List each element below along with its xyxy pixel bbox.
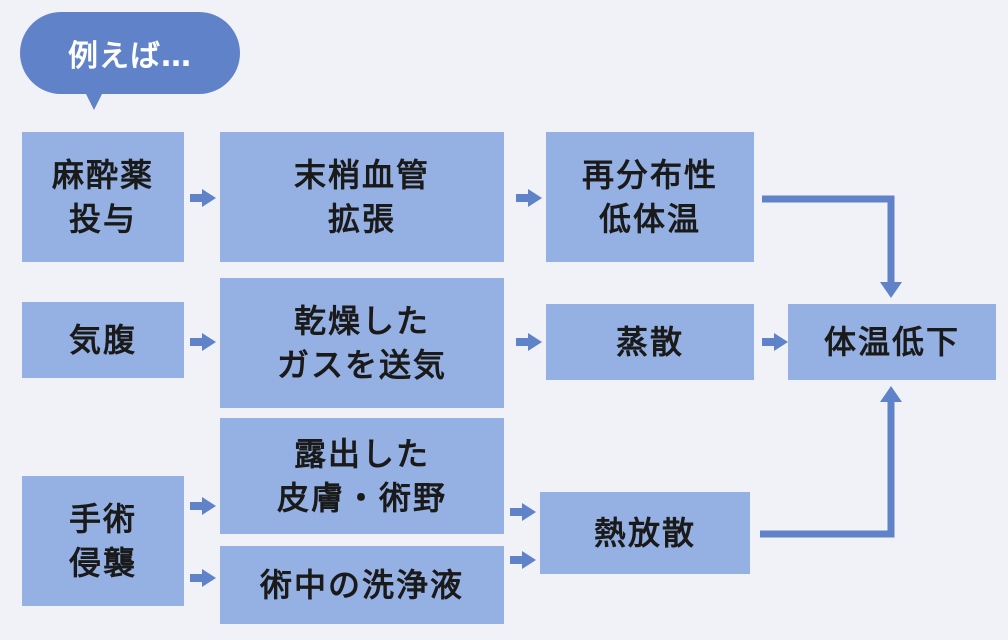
box-heat-loss: 熱放散 xyxy=(540,492,750,574)
box-surgery-line2: 侵襲 xyxy=(68,544,137,582)
box-hypothermia-outcome: 体温低下 xyxy=(788,304,996,380)
box-exposed-skin: 露出した 皮膚・術野 xyxy=(220,418,504,534)
bubble-tail xyxy=(84,90,104,110)
arrow-surgery-to-irrigation xyxy=(190,569,216,587)
box-evaporation-line1: 蒸散 xyxy=(615,323,684,361)
arrow-pneumoperitoneum-to-dry-gas xyxy=(190,333,216,351)
box-irrigation-line1: 術中の洗浄液 xyxy=(259,566,464,604)
box-heat-loss-line1: 熱放散 xyxy=(593,514,696,552)
box-evaporation: 蒸散 xyxy=(546,304,754,380)
box-outcome-label: 体温低下 xyxy=(823,323,960,361)
arrow-anesthesia-to-vasodilation xyxy=(190,189,216,207)
example-bubble-label: 例えば… xyxy=(68,39,192,74)
box-redistribution: 再分布性 低体温 xyxy=(546,132,754,262)
box-exposed-skin-line2: 皮膚・術野 xyxy=(276,479,447,517)
box-pneumoperitoneum-line1: 気腹 xyxy=(68,321,137,359)
connector-redistribution-to-outcome xyxy=(762,195,902,298)
arrow-irrigation-to-heat-loss xyxy=(510,551,536,569)
box-exposed-skin-line1: 露出した xyxy=(293,435,430,473)
arrow-surgery-to-exposed-skin xyxy=(190,497,216,515)
box-anesthesia: 麻酔薬 投与 xyxy=(22,132,184,262)
arrow-evaporation-to-outcome xyxy=(762,333,788,351)
box-surgery-line1: 手術 xyxy=(68,500,137,538)
box-dry-gas-line1: 乾燥した xyxy=(293,302,430,340)
box-dry-gas-line2: ガスを送気 xyxy=(276,346,447,384)
box-anesthesia-line2: 投与 xyxy=(68,200,137,238)
example-bubble: 例えば… xyxy=(20,12,240,94)
box-anesthesia-line1: 麻酔薬 xyxy=(51,156,154,194)
arrow-exposed-skin-to-heat-loss xyxy=(510,503,536,521)
connector-heat-loss-to-outcome xyxy=(760,386,902,538)
box-vasodilation: 末梢血管 拡張 xyxy=(220,132,504,262)
box-vasodilation-line2: 拡張 xyxy=(327,200,396,238)
arrow-dry-gas-to-evaporation xyxy=(516,333,542,351)
box-redistribution-line1: 再分布性 xyxy=(581,156,718,194)
box-surgery: 手術 侵襲 xyxy=(22,476,184,606)
arrow-vasodilation-to-redistribution xyxy=(516,189,542,207)
box-redistribution-line2: 低体温 xyxy=(598,200,701,238)
box-pneumoperitoneum: 気腹 xyxy=(22,302,184,378)
box-vasodilation-line1: 末梢血管 xyxy=(293,156,430,194)
box-dry-gas: 乾燥した ガスを送気 xyxy=(220,278,504,408)
box-irrigation: 術中の洗浄液 xyxy=(220,546,504,624)
